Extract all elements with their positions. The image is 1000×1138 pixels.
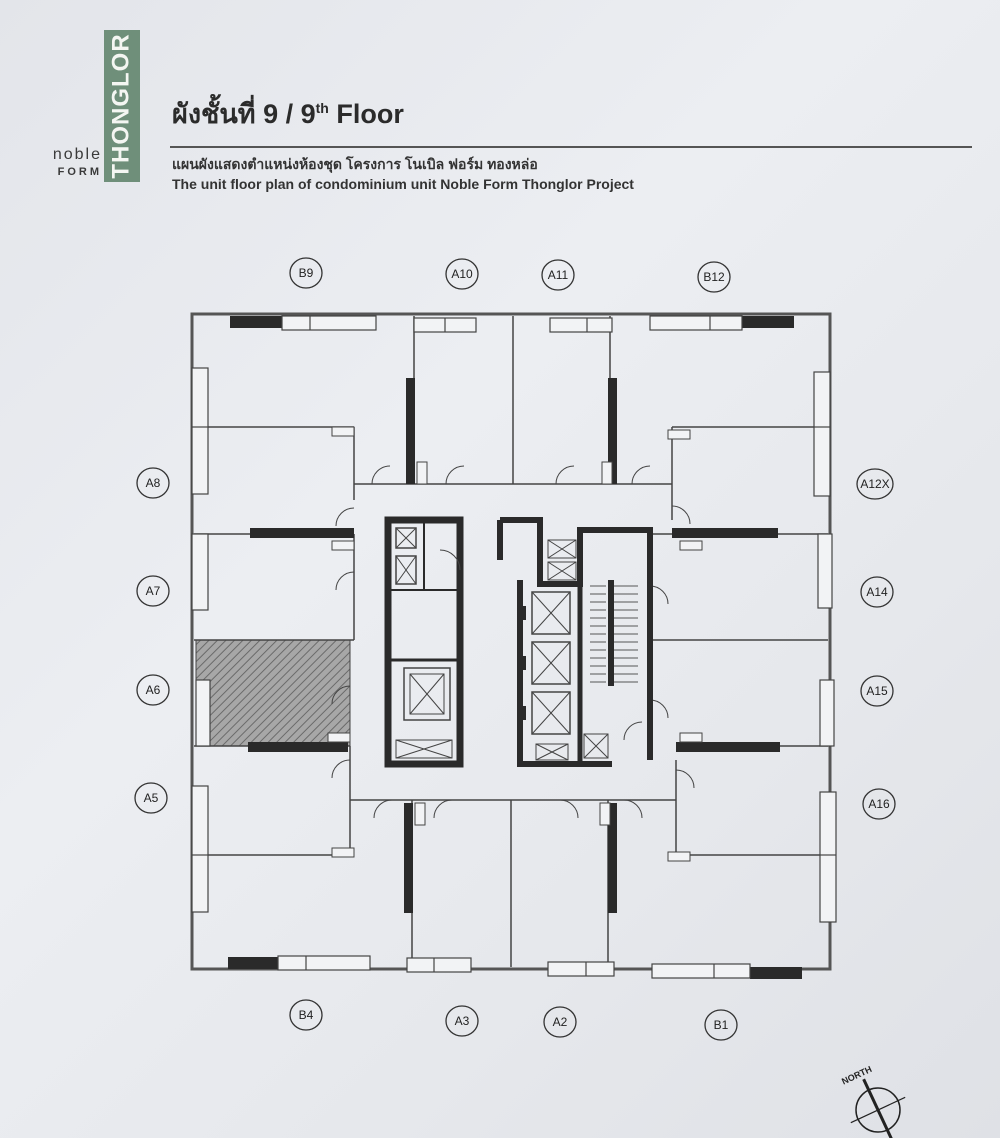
unit-label: A16: [868, 797, 890, 811]
highlighted-unit-a6: [195, 639, 351, 747]
north-compass: NORTH: [840, 1064, 906, 1138]
title-main: ผังชั้นที่ 9 / 9: [172, 99, 316, 129]
unit-label: B12: [703, 270, 725, 284]
unit-marker-a5: A5: [134, 782, 168, 814]
unit-label: A7: [146, 584, 161, 598]
unit-marker-circle: [860, 576, 894, 608]
unit-label: A3: [455, 1014, 470, 1028]
core-right: [497, 517, 653, 767]
north-label: NORTH: [840, 1064, 873, 1087]
unit-label: A6: [146, 683, 161, 697]
structural-walls: [228, 316, 802, 979]
unit-marker-circle: [134, 782, 168, 814]
subtitle-english: The unit floor plan of condominium unit …: [172, 176, 634, 192]
unit-marker-circle: [136, 674, 170, 706]
unit-marker-circle: [445, 1005, 479, 1037]
unit-label: A2: [553, 1015, 568, 1029]
unit-marker-a12x: A12X: [856, 468, 894, 500]
unit-marker-a10: A10: [445, 258, 479, 290]
unit-marker-a14: A14: [860, 576, 894, 608]
unit-label: B4: [299, 1008, 314, 1022]
unit-label: B1: [714, 1018, 729, 1032]
brand-noble-text: noble: [52, 146, 102, 163]
title-superscript: th: [315, 100, 329, 116]
unit-marker-circle: [704, 1009, 738, 1041]
unit-marker-circle: [856, 468, 894, 500]
unit-marker-circle: [289, 999, 323, 1031]
brand-form-text: FORM: [57, 166, 102, 178]
title-divider: [170, 146, 972, 148]
unit-marker-circle: [543, 1006, 577, 1038]
service-boxes: [327, 426, 703, 862]
unit-marker-circle: [445, 258, 479, 290]
unit-marker-a8: A8: [136, 467, 170, 499]
unit-marker-circle: [697, 261, 731, 293]
unit-label: A11: [548, 268, 569, 282]
unit-marker-a2: A2: [543, 1006, 577, 1038]
unit-label: A12X: [860, 477, 889, 491]
unit-label: A14: [866, 585, 888, 599]
unit-marker-a7: A7: [136, 575, 170, 607]
unit-label: A5: [144, 791, 159, 805]
unit-label: A10: [451, 267, 473, 281]
unit-marker-b12: B12: [697, 261, 731, 293]
unit-marker-b4: B4: [289, 999, 323, 1031]
unit-marker-b1: B1: [704, 1009, 738, 1041]
unit-marker-circle: [136, 575, 170, 607]
unit-label: A15: [866, 684, 888, 698]
unit-label: B9: [299, 266, 314, 280]
unit-marker-a3: A3: [445, 1005, 479, 1037]
unit-marker-a16: A16: [862, 788, 896, 820]
building-outline: [190, 312, 832, 971]
unit-marker-a11: A11: [541, 259, 575, 291]
unit-label: A8: [146, 476, 161, 490]
unit-marker-circle: [860, 675, 894, 707]
unit-marker-a6: A6: [136, 674, 170, 706]
core-left: [384, 516, 464, 768]
page-title: ผังชั้นที่ 9 / 9th Floor: [172, 92, 404, 135]
subtitle-thai: แผนผังแสดงตำแหน่งห้องชุด โครงการ โนเบิล …: [172, 156, 538, 172]
unit-marker-b9: B9: [289, 257, 323, 289]
unit-marker-circle: [541, 259, 575, 291]
doors: [331, 465, 695, 819]
unit-marker-a15: A15: [860, 675, 894, 707]
brand-logo-bar: THONGLOR: [104, 30, 140, 182]
unit-marker-circle: [862, 788, 896, 820]
title-floor: Floor: [328, 99, 404, 129]
unit-marker-circle: [136, 467, 170, 499]
windows: [191, 315, 837, 979]
unit-marker-circle: [289, 257, 323, 289]
